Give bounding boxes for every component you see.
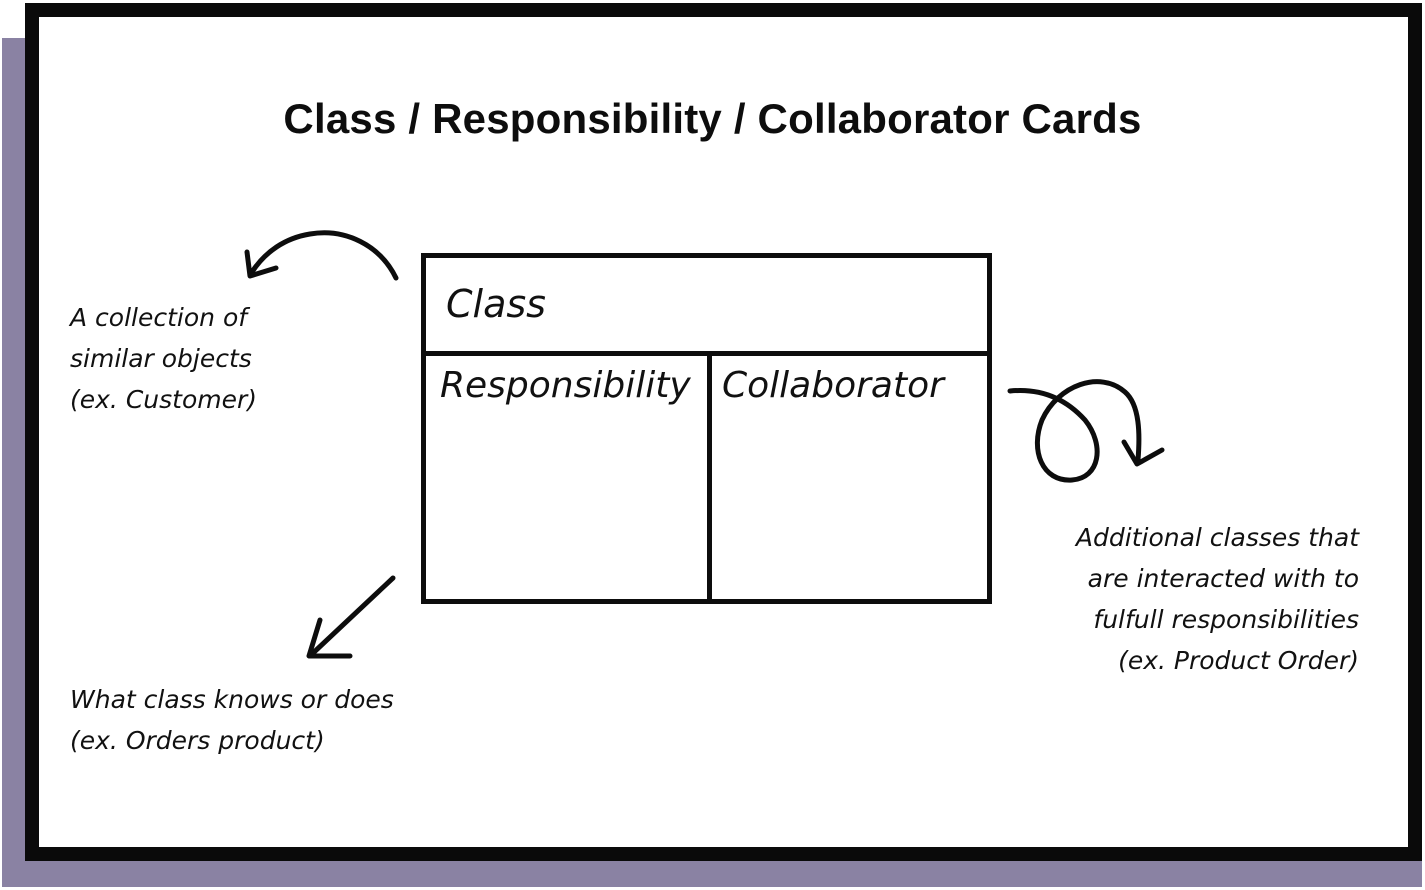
arrowhead-icon	[306, 617, 353, 659]
responsibility-annotation: What class knows or does (ex. Orders pro…	[70, 679, 394, 761]
collaborator-annotation-line: (ex. Product Order)	[1118, 646, 1359, 675]
crc-card: Class Responsibility Collaborator	[421, 253, 992, 604]
collaborator-annotation-line: fulfull responsibilities	[1093, 605, 1359, 634]
responsibility-annotation-line: (ex. Orders product)	[70, 726, 325, 755]
diagram-title: Class / Responsibility / Collaborator Ca…	[283, 95, 1142, 142]
card-class-label: Class	[446, 282, 546, 326]
responsibility-annotation-line: What class knows or does	[70, 685, 394, 714]
loop-arrow-icon	[1007, 379, 1142, 483]
arrowhead-icon	[244, 249, 279, 279]
diagram-frame	[25, 3, 1422, 861]
card-collaborator-label: Collaborator	[722, 365, 944, 406]
class-annotation-line: (ex. Customer)	[70, 385, 258, 414]
card-class-section: Class	[426, 258, 987, 356]
collaborator-annotation-line: are interacted with to	[1087, 564, 1359, 593]
collaborator-annotation: Additional classes that are interacted w…	[1076, 517, 1359, 681]
arrowhead-icon	[1121, 439, 1165, 467]
class-annotation-line: similar objects	[70, 344, 252, 373]
card-responsibility-label: Responsibility	[440, 365, 691, 406]
card-column-divider	[707, 351, 712, 599]
class-annotation-line: A collection of	[70, 303, 248, 332]
class-annotation: A collection of similar objects (ex. Cus…	[70, 297, 257, 420]
collaborator-annotation-line: Additional classes that	[1075, 523, 1359, 552]
straight-arrow-icon	[309, 575, 396, 657]
curved-arrow-icon	[249, 230, 399, 281]
